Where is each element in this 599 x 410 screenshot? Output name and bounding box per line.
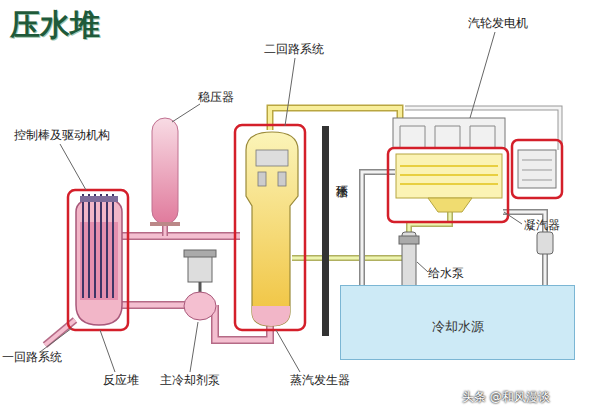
steam-generator (235, 125, 305, 330)
part-label: 反应堆 (103, 373, 139, 387)
generator (512, 140, 562, 198)
part-label: 控制棒及驱动机构 (14, 128, 110, 142)
steam-pipe (270, 108, 560, 150)
condenser (388, 148, 508, 222)
feed-pump (399, 232, 419, 292)
reactor (68, 190, 128, 330)
part-label: 给水泵 (428, 266, 464, 280)
pressurizer (150, 118, 180, 226)
coolant-pump (184, 250, 216, 320)
part-label: 一回路系统 (2, 350, 62, 364)
circulating-pump (537, 232, 553, 254)
part-label: 稳压器 (198, 90, 234, 104)
containment-wall (322, 126, 329, 336)
part-label: 二回路系统 (264, 42, 324, 56)
part-label: 汽轮发电机 (468, 16, 528, 30)
turbine (393, 118, 505, 148)
cooling-water-pool: 冷却水源 (340, 285, 575, 360)
pool-label: 冷却水源 (341, 318, 574, 336)
feedwater-pipe (292, 212, 450, 258)
part-label: 凝汽器 (524, 218, 560, 232)
part-label: 主冷却剂泵 (160, 373, 220, 387)
diagram-title: 压水堆 (10, 8, 100, 42)
part-label: 蒸汽发生器 (290, 373, 350, 387)
watermark: 头条 @和风漫谈 (462, 390, 550, 404)
